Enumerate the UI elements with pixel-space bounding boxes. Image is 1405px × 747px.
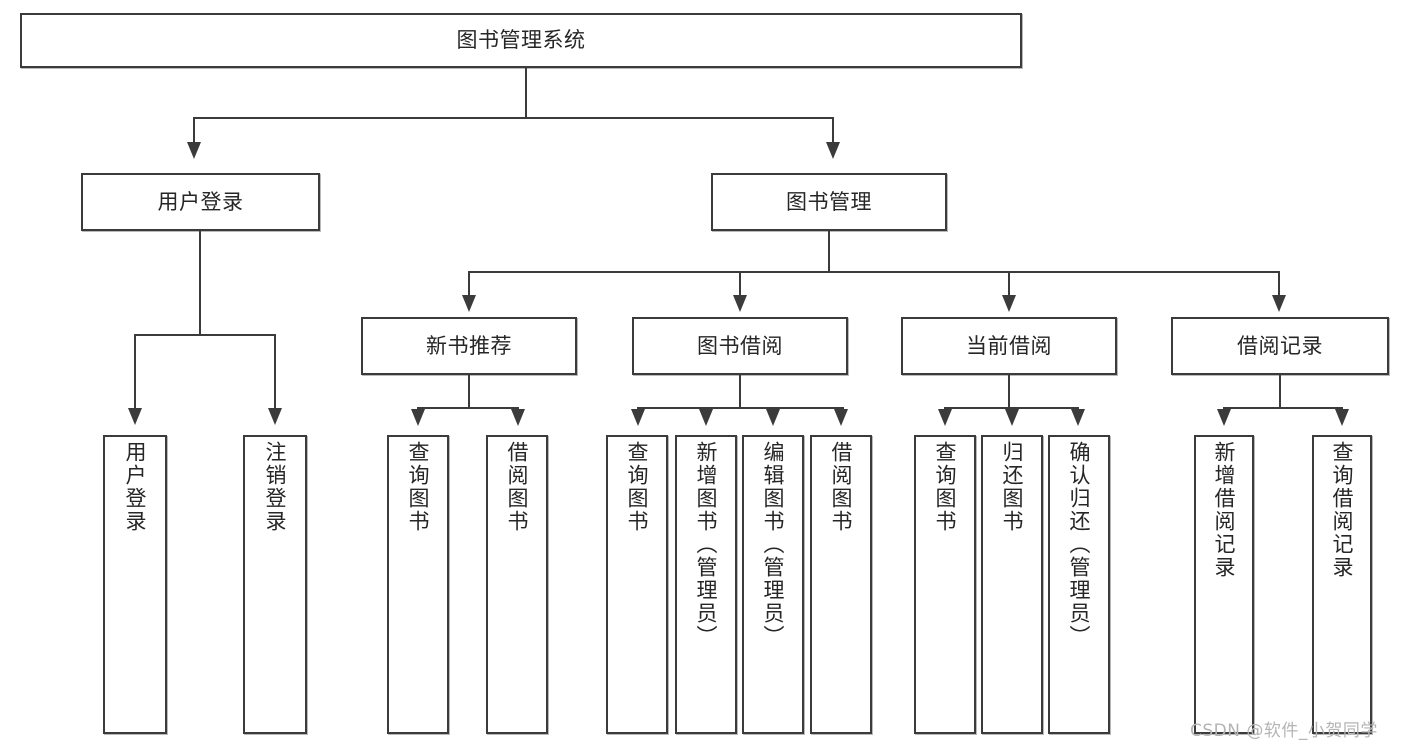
arrowhead-l3-0 [462,295,476,312]
node-label: 借阅图书 [829,441,854,533]
connector-l3-drop-1 [739,271,741,297]
connector-l3-drop-0 [468,271,470,297]
node-label: 新增图书（管理员） [694,441,719,648]
node-label: 新书推荐 [426,333,512,358]
arrowhead-leaf-current-borrow-0 [938,409,952,426]
node-label: 用户登录 [123,441,148,533]
connector-l3-drop-2 [1008,271,1010,297]
leaf-new-book-recommend-1[interactable]: 借阅图书 [486,435,548,734]
leaf-current-borrow-0[interactable]: 查询图书 [914,435,976,734]
leaf-book-borrow-1[interactable]: 新增图书（管理员） [675,435,737,734]
connector-user-login-drop-0 [134,334,136,410]
node-new-book-recommend[interactable]: 新书推荐 [361,317,577,375]
node-label: 查询图书 [625,441,650,533]
arrowhead-book-manage [826,142,840,159]
arrowhead-leaf-book-borrow-3 [834,409,848,426]
connector-user-login-stem [199,231,201,335]
node-label: 查询借阅记录 [1330,441,1355,579]
node-label: 归还图书 [1000,441,1025,533]
node-label: 查询图书 [406,441,431,533]
leaf-user-login-1[interactable]: 注销登录 [243,435,307,734]
leaf-borrow-record-1[interactable]: 查询借阅记录 [1312,435,1372,734]
leaf-current-borrow-1[interactable]: 归还图书 [981,435,1043,734]
node-label: 查询图书 [933,441,958,533]
node-label: 用户登录 [157,189,244,214]
node-label: 注销登录 [263,441,288,533]
connector-current-borrow-stem [1008,375,1010,408]
leaf-new-book-recommend-0[interactable]: 查询图书 [387,435,449,734]
node-book-borrow[interactable]: 图书借阅 [632,317,848,375]
node-label: 新增借阅记录 [1212,441,1237,579]
leaf-book-borrow-0[interactable]: 查询图书 [606,435,668,734]
connector-root-drop-right [832,117,834,144]
arrowhead-leaf-book-borrow-0 [631,409,645,426]
connector-borrow-record-bus [1223,407,1343,409]
node-book-management[interactable]: 图书管理 [711,173,947,231]
connector-l3-drop-3 [1278,271,1280,297]
connector-user-login-bus [134,334,276,336]
connector-root-bus [193,117,834,119]
node-current-borrow[interactable]: 当前借阅 [901,317,1117,375]
connector-book-management-stem [828,231,830,272]
arrowhead-leaf-user-login-0 [128,408,142,425]
connector-book-borrow-bus [637,407,844,409]
arrowhead-leaf-current-borrow-1 [1005,409,1019,426]
node-label: 图书管理 [786,189,872,214]
leaf-book-borrow-3[interactable]: 借阅图书 [810,435,872,734]
connector-root-stem [525,68,527,118]
node-label: 当前借阅 [966,333,1052,358]
node-label: 借阅图书 [505,441,530,533]
leaf-borrow-record-0[interactable]: 新增借阅记录 [1194,435,1254,734]
arrowhead-leaf-new-book-1 [511,409,525,426]
connector-new-book-bus [417,407,519,409]
arrowhead-l3-2 [1002,295,1016,312]
leaf-book-borrow-2[interactable]: 编辑图书（管理员） [742,435,804,734]
arrowhead-leaf-borrow-record-0 [1217,409,1231,426]
leaf-current-borrow-2[interactable]: 确认归还（管理员） [1048,435,1110,734]
arrowhead-leaf-book-borrow-1 [699,409,713,426]
connector-new-book-stem [468,375,470,408]
connector-user-login-drop-1 [274,334,276,410]
node-label: 借阅记录 [1237,333,1323,358]
arrowhead-leaf-borrow-record-1 [1335,409,1349,426]
connector-root-drop-left [193,117,195,144]
csdn-watermark: CSDN @软件_小贺同学 [1190,721,1378,741]
node-borrow-record[interactable]: 借阅记录 [1171,317,1389,375]
arrowhead-leaf-book-borrow-2 [766,409,780,426]
arrowhead-leaf-user-login-1 [268,408,282,425]
arrowhead-user-login [187,142,201,159]
node-label: 图书借阅 [697,333,783,358]
node-label: 确认归还（管理员） [1067,441,1092,648]
node-user-login[interactable]: 用户登录 [81,173,320,231]
node-root-system[interactable]: 图书管理系统 [20,13,1022,68]
arrowhead-leaf-current-borrow-2 [1071,409,1085,426]
node-label: 图书管理系统 [456,28,586,53]
leaf-user-login-0[interactable]: 用户登录 [103,435,167,734]
node-label: 编辑图书（管理员） [761,441,786,648]
connector-book-borrow-stem [739,375,741,408]
arrowhead-l3-1 [733,295,747,312]
connector-book-management-bus [468,271,1280,273]
arrowhead-leaf-new-book-0 [411,409,425,426]
connector-borrow-record-stem [1279,375,1281,408]
arrowhead-l3-3 [1272,295,1286,312]
